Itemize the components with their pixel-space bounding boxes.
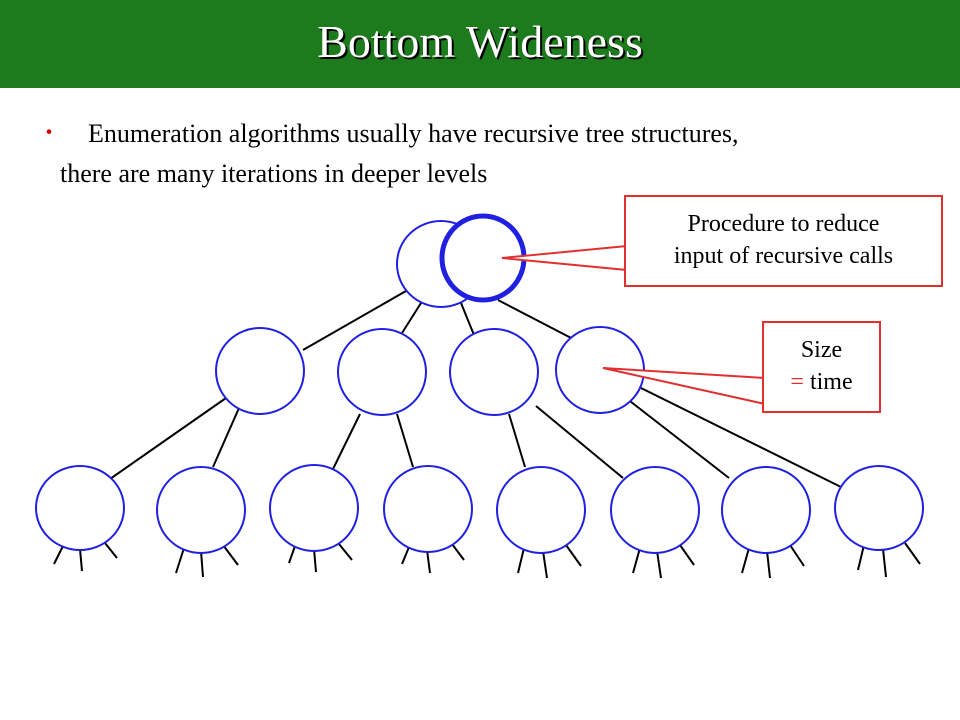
edge-root-to-node-1 [302, 290, 407, 351]
tree-node-l2-1 [35, 465, 125, 551]
edge-l1-1-to-l2-2 [212, 407, 240, 468]
bullet-marker: ・ [38, 120, 61, 145]
root-nodes [396, 213, 527, 308]
callout-procedure: Procedure to reduce input of recursive c… [624, 195, 943, 287]
edge-root-to-node-3 [460, 302, 475, 336]
edge-root-to-node-2 [401, 302, 422, 334]
edge-l1-3-to-l2-5 [508, 413, 526, 468]
tree-node-l1-1 [215, 327, 305, 415]
body-text-line-1: Enumeration algorithms usually have recu… [88, 119, 739, 148]
tree-edges-level-2 [109, 387, 844, 489]
slide-title: Bottom Wideness [317, 16, 643, 67]
edge-root-to-node-4 [497, 299, 576, 341]
edge-l1-1-to-l2-1 [109, 397, 227, 480]
equals-sign: = [790, 369, 804, 395]
level-2-nodes [35, 464, 924, 554]
tree-node-l2-2 [156, 466, 246, 554]
body-text-line-2: there are many iterations in deeper leve… [60, 159, 488, 188]
tree-node-l2-7 [721, 466, 811, 554]
callout-size-line-2: = time [764, 366, 879, 398]
tree-node-l2-5 [496, 466, 586, 554]
callout-size-line-1: Size [800, 337, 843, 363]
callout-size-word-time: time [809, 369, 853, 395]
edge-l1-4-to-l2-7 [625, 397, 730, 479]
tree-node-l1-2 [337, 328, 427, 416]
edge-l1-3-to-l2-6 [535, 405, 624, 479]
callout-size: Size = time [762, 321, 881, 413]
callout-procedure-line-1: Procedure to reduce [687, 211, 880, 237]
edge-l1-2-to-l2-4 [396, 413, 414, 468]
tree-edges-level-1 [302, 290, 576, 351]
leaf-stubs [53, 542, 921, 579]
edge-l1-2-to-l2-3 [332, 413, 361, 470]
tree-node-l2-4 [383, 465, 473, 553]
edge-l1-4-to-l2-8 [640, 387, 844, 489]
tree-node-l2-6 [610, 466, 700, 554]
level-1-nodes [215, 326, 645, 416]
tree-node-l2-8 [834, 465, 924, 551]
callout-procedure-line-2: input of recursive calls [673, 243, 894, 269]
tree-node-l2-3 [269, 464, 359, 552]
title-bar: Bottom Wideness [0, 0, 960, 88]
tree-node-l1-3 [449, 328, 539, 416]
